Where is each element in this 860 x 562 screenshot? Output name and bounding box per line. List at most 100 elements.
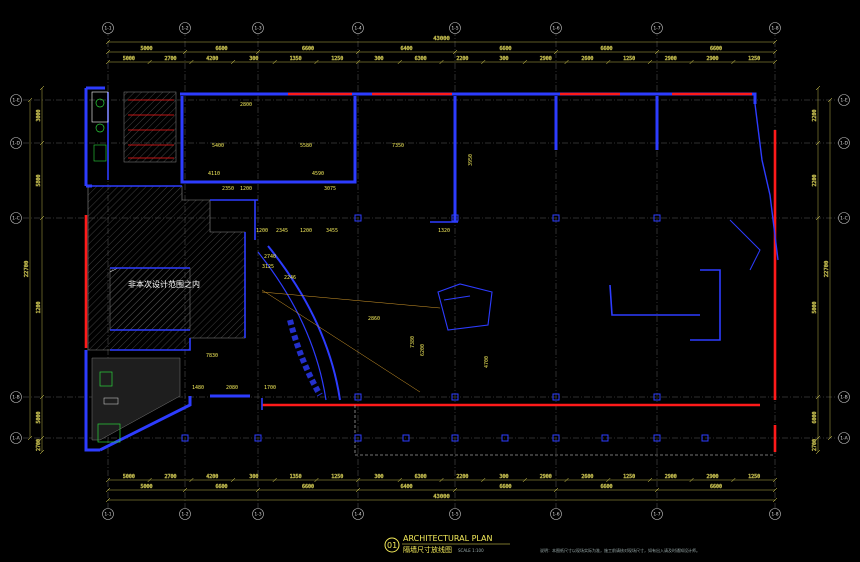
column: [451, 393, 459, 401]
dimension-tick: [606, 477, 611, 483]
dimension-label: 2200: [456, 56, 468, 62]
dimension-tick: [815, 435, 821, 441]
interior-dimension-label: 1200: [300, 228, 312, 234]
dimension-label: 2200: [812, 109, 818, 121]
dimension-label: 2900: [540, 56, 552, 62]
grid-bubble-circle: [550, 508, 562, 520]
dimension-tick: [564, 59, 569, 65]
dimension-label: 22700: [824, 261, 830, 278]
dimension-label: 5000: [812, 301, 818, 313]
dimension-label: 2900: [665, 474, 677, 480]
title-block: 01 ARCHITECTURAL PLAN 隔墙尺寸放线图 SCALE 1:10…: [384, 534, 700, 554]
grid-bubble-circle: [10, 137, 22, 149]
grid-bubble-circle: [352, 508, 364, 520]
grid-bubble-circle: [769, 22, 781, 34]
exclusion-note: 非本次设计范围之内: [128, 279, 200, 289]
dimension-tick: [255, 487, 261, 493]
interior-dimension-label: 1480: [192, 385, 204, 391]
dimension-tick: [39, 85, 45, 91]
dimension-tick: [355, 49, 361, 55]
dimension-tick: [606, 59, 611, 65]
grid-bubble-label: 1-2: [181, 512, 188, 518]
dimension-tick: [772, 49, 778, 55]
dimension-label: 4200: [206, 56, 218, 62]
dimension-tick: [654, 487, 660, 493]
dimension-label: 300: [500, 56, 509, 62]
column: [354, 393, 362, 401]
dimension-tick: [147, 477, 152, 483]
interior-dimension-label: 7380: [410, 336, 416, 348]
dimension-label: 1250: [748, 474, 760, 480]
grid-bubble-label: 1-6: [552, 26, 559, 32]
interior-dimension-label: 4110: [208, 171, 220, 177]
grid-bubble-circle: [550, 22, 562, 34]
dimension-label: 2600: [581, 474, 593, 480]
dimension-tick: [772, 487, 778, 493]
dimension-label: 1250: [623, 474, 635, 480]
grid-bubble-circle: [838, 391, 850, 403]
dimension-label: 300: [374, 474, 383, 480]
exterior-walls: [84, 86, 757, 452]
dimension-label: 6000: [812, 411, 818, 423]
grid-bubble-circle: [449, 508, 461, 520]
plan-title-cn: 隔墙尺寸放线图: [403, 545, 452, 554]
grid-bubble-circle: [769, 508, 781, 520]
interior-dimension-label: 3950: [468, 154, 474, 166]
dimension-label: 3000: [36, 109, 42, 121]
dimension-tick: [452, 487, 458, 493]
interior-dimension-label: 2860: [368, 316, 380, 322]
dimension-tick: [39, 140, 45, 146]
service-room: [91, 357, 181, 443]
interior-dimension-label: 1320: [438, 228, 450, 234]
dimension-tick: [553, 49, 559, 55]
dimension-label: 6600: [600, 484, 612, 490]
dimension-tick: [647, 59, 653, 65]
dimension-label: 1250: [623, 56, 635, 62]
dimension-tick: [182, 487, 188, 493]
grid-bubble-circle: [102, 22, 114, 34]
grid-bubbles: 1-11-11-21-21-31-31-41-41-51-51-61-61-71…: [10, 22, 850, 520]
dimension-label: 6300: [415, 56, 427, 62]
dimension-tick: [772, 39, 778, 45]
grid-bubble-label: 1-7: [653, 26, 660, 32]
dimension-label: 6600: [302, 46, 314, 52]
grid-bubble-label: 1-5: [451, 26, 458, 32]
column: [653, 434, 661, 442]
interior-dimension-label: 5580: [300, 143, 312, 149]
grid-bubble-circle: [10, 94, 22, 106]
grid-bubble-circle: [449, 22, 461, 34]
dimension-tick: [397, 477, 402, 483]
dimension-tick: [689, 59, 694, 65]
dimension-label: 5000: [140, 484, 152, 490]
interior-dimension-label: 3075: [324, 186, 336, 192]
dimension-tick: [815, 394, 821, 400]
interior-dimension-label: 5400: [212, 143, 224, 149]
dimension-label: 2900: [540, 474, 552, 480]
dimension-tick: [731, 477, 736, 483]
dimension-label: 2900: [706, 56, 718, 62]
dimension-label: 6600: [499, 484, 511, 490]
dimension-label: 2200: [812, 174, 818, 186]
dimension-tick: [189, 477, 194, 483]
dimension-tick: [182, 49, 188, 55]
footer-note: 说明：本图纸尺寸以现场实际为准，施工前请核对现场尺寸，如有出入请及时通知设计师。: [540, 547, 700, 553]
grid-bubble-label: 1-B: [12, 395, 19, 401]
grid-bubble-circle: [352, 22, 364, 34]
dimension-tick: [105, 487, 111, 493]
grid-bubble-label: 1-2: [181, 26, 188, 32]
dimension-tick: [439, 59, 444, 65]
grid-bubble-label: 1-8: [771, 512, 778, 518]
dimension-label: 2600: [581, 56, 593, 62]
grid-bubble-label: 1-C: [12, 216, 20, 222]
dimension-label: 6300: [415, 474, 427, 480]
dimension-label: 6400: [400, 484, 412, 490]
dimension-tick: [731, 59, 736, 65]
dimension-tick: [827, 435, 833, 441]
grid-bubble-circle: [179, 22, 191, 34]
structural-columns: [181, 214, 709, 442]
interior-dimension-label: 1700: [264, 385, 276, 391]
dimension-tick: [189, 59, 194, 65]
dimension-label: 2900: [706, 474, 718, 480]
dimension-label: 6600: [710, 46, 722, 52]
